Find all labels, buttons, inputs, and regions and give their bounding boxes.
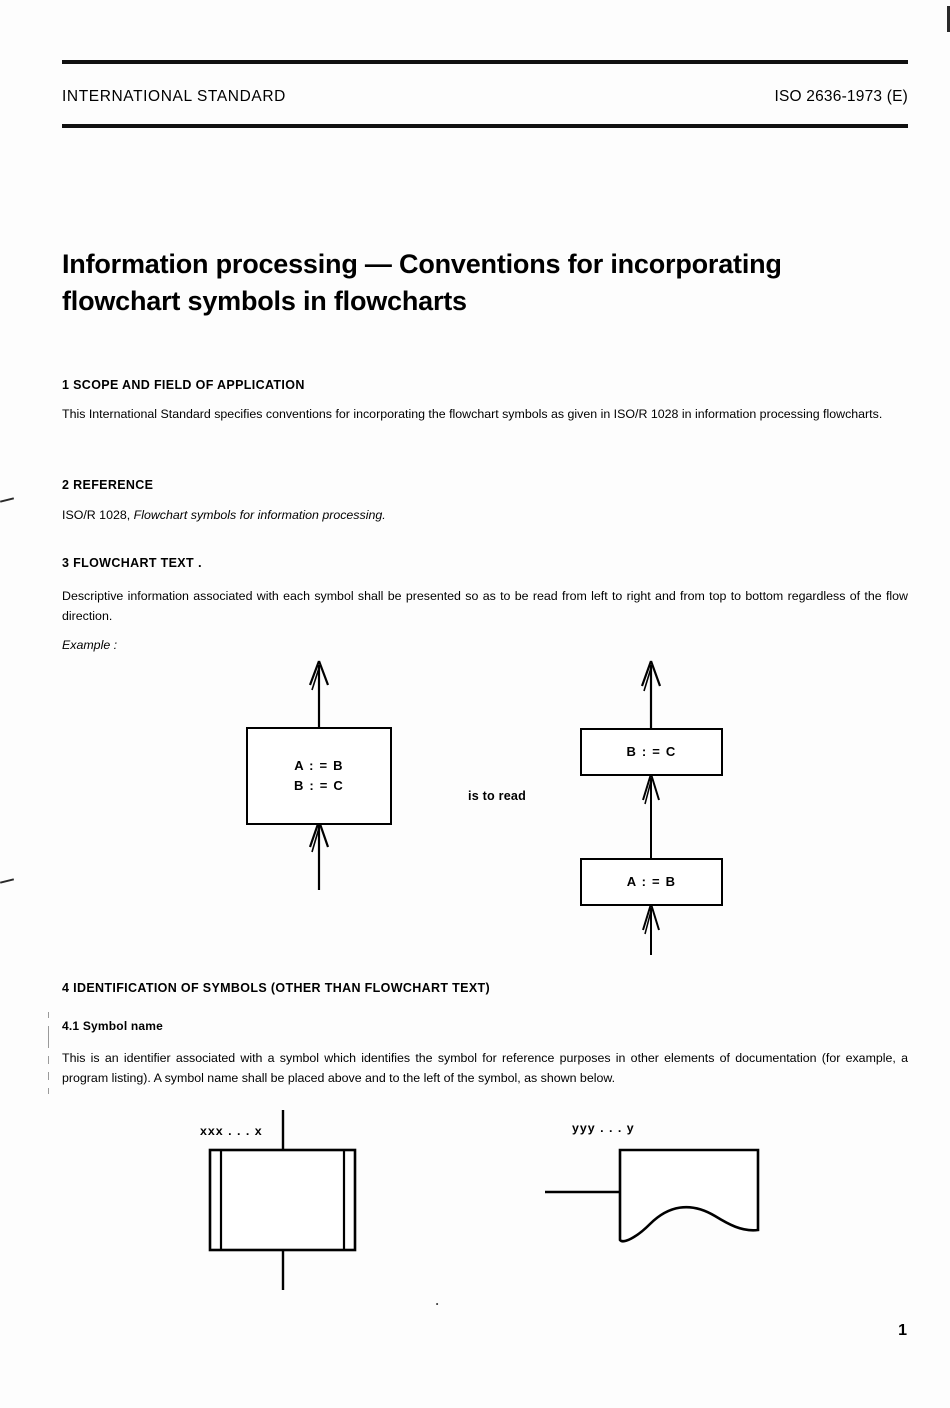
figure-symbol-shapes (208, 1110, 760, 1290)
scan-artifact-bottom-center: . (435, 1290, 440, 1309)
header-rule-top (62, 60, 908, 64)
flowchart-box-left-line-2: B : = C (294, 778, 344, 793)
figure-connector-label: is to read (468, 789, 526, 803)
flowchart-box-right-top: B : = C (580, 728, 723, 776)
scan-artifact-left-upper (0, 497, 15, 503)
section-1-body: This International Standard specifies co… (62, 407, 883, 421)
section-3-heading-text: 3 FLOWCHART TEXT (62, 556, 194, 570)
predefined-process-symbol-name: xxx . . . x (200, 1124, 263, 1138)
scan-artifact-margin-dot-4 (48, 1072, 49, 1080)
section-3-heading-artifact: . (193, 555, 202, 570)
section-2-reference: ISO/R 1028, Flowchart symbols for inform… (62, 508, 386, 522)
section-2-heading: 2 REFERENCE (62, 478, 154, 492)
section-4-heading: 4 IDENTIFICATION OF SYMBOLS (OTHER THAN … (62, 981, 491, 995)
section-3-body: Descriptive information associated with … (62, 589, 908, 624)
figure-example-lines (308, 660, 662, 955)
header-standard-number: ISO 2636-1973 (E) (774, 88, 908, 105)
scan-artifact-margin-dot-2 (48, 1026, 49, 1048)
flowchart-box-right-bottom-text: A : = B (626, 873, 677, 889)
document-title-line-2: flowchart symbols in flowcharts (62, 286, 467, 317)
header-rule-bottom (62, 124, 908, 128)
section-1-heading: 1 SCOPE AND FIELD OF APPLICATION (62, 378, 305, 392)
scan-artifact-margin-dot-5 (48, 1088, 49, 1094)
section-4-1-heading: 4.1 Symbol name (62, 1019, 164, 1033)
reference-prefix: ISO/R 1028, (62, 508, 134, 522)
header-left-label: INTERNATIONAL STANDARD (62, 88, 286, 105)
flowchart-box-left-line-1: A : = B (294, 757, 344, 773)
scan-artifact-top-right (947, 6, 950, 32)
flowchart-box-right-top-text: B : = C (626, 743, 677, 759)
section-3-heading: 3 FLOWCHART TEXT . (62, 555, 202, 570)
page-number: 1 (898, 1322, 907, 1339)
section-4-1-body: This is an identifier associated with a … (62, 1051, 908, 1086)
document-title-line-1: Information processing — Conventions for… (62, 249, 782, 279)
reference-title: Flowchart symbols for information proces… (133, 508, 386, 522)
flowchart-box-right-bottom: A : = B (580, 858, 723, 906)
scan-artifact-margin-dot-3 (48, 1056, 49, 1064)
document-title: Information processing — Conventions for… (62, 246, 862, 321)
example-label: Example : (62, 638, 118, 652)
document-symbol-name: yyy . . . y (572, 1121, 635, 1135)
flowchart-box-left-combined: A : = B B : = C (246, 727, 392, 825)
scan-artifact-margin-dot-1 (48, 1012, 49, 1018)
